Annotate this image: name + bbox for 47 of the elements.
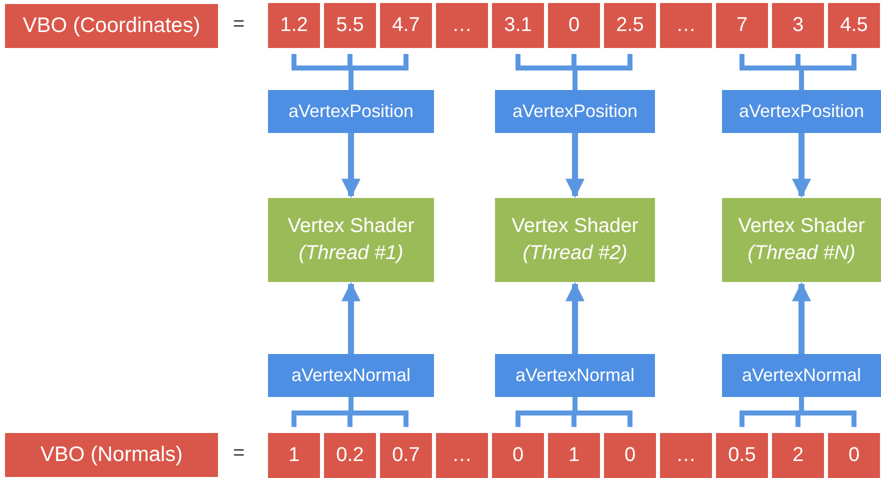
shader-box [495, 198, 655, 282]
thread-label: (Thread #2) [522, 241, 628, 266]
shader-title: Vertex Shader [288, 214, 414, 239]
attribute-box: aVertexNormal [268, 354, 434, 397]
data-cell: 0 [604, 433, 656, 478]
data-cell: 0.2 [324, 433, 376, 478]
data-cell: 2.5 [604, 3, 656, 48]
data-cell: 4.5 [828, 3, 880, 48]
arrow [565, 282, 585, 354]
data-cell: 5.5 [324, 3, 376, 48]
arrow [792, 133, 812, 198]
data-cell: … [660, 433, 712, 478]
data-cell: 7 [716, 3, 768, 48]
shader-box [268, 198, 434, 282]
data-cell: … [436, 433, 488, 478]
data-cell: 0 [548, 3, 600, 48]
data-cell: 0.5 [716, 433, 768, 478]
equals-sign: = [233, 442, 245, 465]
attribute-box: aVertexNormal [495, 354, 655, 397]
arrow [341, 133, 361, 198]
attribute-box: aVertexPosition [268, 90, 434, 133]
thread-label: (Thread #1) [298, 241, 404, 266]
attribute-box: aVertexNormal [722, 354, 881, 397]
data-cell: 1.2 [268, 3, 320, 48]
arrow [565, 133, 585, 198]
data-cell: 2 [772, 433, 824, 478]
thread-label: (Thread #N) [748, 241, 856, 266]
data-cell: … [436, 3, 488, 48]
arrow [792, 282, 812, 354]
data-cell: 3 [772, 3, 824, 48]
array-label: VBO (Coordinates) [5, 4, 218, 48]
shader-title: Vertex Shader [738, 214, 865, 239]
data-cell: 1 [548, 433, 600, 478]
data-cell: 3.1 [492, 3, 544, 48]
equals-sign: = [233, 13, 245, 36]
attribute-box: aVertexPosition [722, 90, 881, 133]
arrow [341, 282, 361, 354]
shader-box [722, 198, 881, 282]
shader-title: Vertex Shader [512, 214, 638, 239]
data-cell: 0 [828, 433, 880, 478]
data-cell: 4.7 [380, 3, 432, 48]
data-cell: 0.7 [380, 433, 432, 478]
data-cell: 0 [492, 433, 544, 478]
data-cell: … [660, 3, 712, 48]
array-label: VBO (Normals) [5, 433, 218, 477]
data-cell: 1 [268, 433, 320, 478]
attribute-box: aVertexPosition [495, 90, 655, 133]
